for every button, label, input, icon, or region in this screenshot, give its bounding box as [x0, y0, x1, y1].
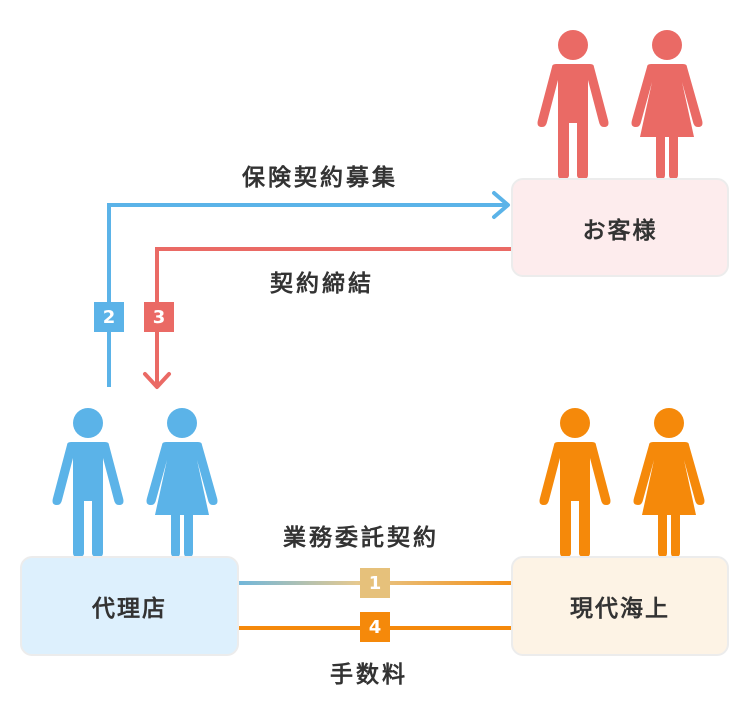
step-badge-3: 3 — [144, 302, 174, 332]
customer-woman-icon — [631, 30, 703, 179]
flow-2-label: 保険契約募集 — [242, 165, 398, 191]
kaijo-woman-icon — [633, 408, 705, 557]
customer-man-icon — [537, 30, 609, 179]
agency-label: 代理店 — [92, 596, 167, 622]
step-badge-4: 4 — [360, 612, 390, 642]
step-badge-2: 2 — [94, 302, 124, 332]
agency-man-icon — [52, 408, 124, 557]
kaijo-label: 現代海上 — [570, 596, 670, 622]
flow-3-line — [155, 247, 511, 386]
agency-woman-icon — [146, 408, 218, 557]
kaijo-box: 現代海上 — [511, 556, 729, 656]
step-badge-1: 1 — [360, 568, 390, 598]
customer-label: お客様 — [582, 217, 658, 244]
customer-box: お客様 — [511, 178, 729, 277]
flow-3-arrowhead — [143, 372, 171, 389]
flow-3-label: 契約締結 — [270, 271, 374, 297]
flow-2-arrowhead — [492, 191, 510, 219]
kaijo-man-icon — [539, 408, 611, 557]
flow-1-label: 業務委託契約 — [283, 525, 439, 551]
agency-box: 代理店 — [20, 556, 239, 656]
flow-4-label: 手数料 — [330, 662, 408, 688]
